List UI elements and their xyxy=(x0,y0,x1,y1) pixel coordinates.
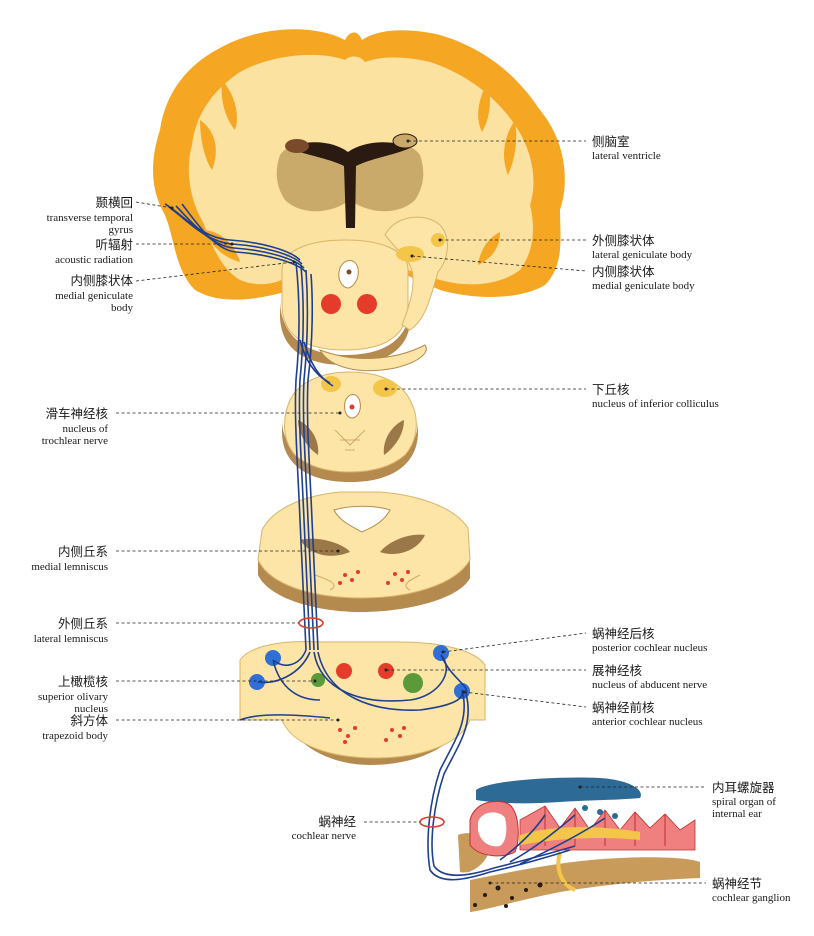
label-en: nucleus of abducent nerve xyxy=(592,679,707,691)
label-zh: 内侧丘系 xyxy=(58,544,108,559)
auditory-nerve-pathways xyxy=(164,203,606,881)
label-lateral-lemniscus: 外侧丘系 lateral lemniscus xyxy=(34,616,108,645)
label-en: nucleus xyxy=(74,703,108,715)
label-spiral-organ: 内耳螺旋器 spiral organ of internal ear xyxy=(712,780,776,820)
superior-olivary-nucleus-left xyxy=(311,673,325,687)
label-trochlear: 滑车神经核 nucleus of trochlear nerve xyxy=(42,406,109,447)
medial-geniculate-nucleus-right xyxy=(396,246,424,262)
label-en: anterior cochlear nucleus xyxy=(592,716,703,728)
posterior-cochlear-nucleus-right xyxy=(433,645,449,661)
label-zh: 内侧膝状体 xyxy=(592,264,655,279)
pons-section xyxy=(257,491,471,612)
superior-olivary-nucleus-right xyxy=(403,673,423,693)
label-cochlear-nerve: 蜗神经 cochlear nerve xyxy=(292,814,357,842)
label-zh: 颞横回 xyxy=(95,195,133,210)
label-zh: 蜗神经节 xyxy=(712,876,762,891)
label-inferior-colliculus: 下丘核 nucleus of inferior colliculus xyxy=(592,382,719,410)
label-en: spiral organ of xyxy=(712,796,776,808)
label-cochlear-ganglion: 蜗神经节 cochlear ganglion xyxy=(712,876,791,904)
label-en: medial geniculate body xyxy=(592,280,695,292)
label-acoustic-radiation: 听辐射 acoustic radiation xyxy=(55,237,133,266)
label-medial-geniculate-right: 内侧膝状体 medial geniculate body xyxy=(592,264,695,292)
label-en: lateral ventricle xyxy=(592,150,661,162)
leader-lines xyxy=(116,139,706,885)
label-en: cochlear nerve xyxy=(292,830,357,842)
label-zh: 内侧膝状体 xyxy=(70,273,133,288)
label-en: lateral lemniscus xyxy=(34,633,108,645)
cochlea-section xyxy=(458,777,700,912)
label-en: superior olivary xyxy=(38,691,108,703)
label-en: posterior cochlear nucleus xyxy=(592,642,707,654)
label-en: medial lemniscus xyxy=(31,561,108,573)
ventricle-shape xyxy=(288,142,410,228)
red-nucleus-right xyxy=(357,294,377,314)
label-zh: 内耳螺旋器 xyxy=(712,780,775,795)
midbrain-section xyxy=(282,371,418,482)
red-nucleus-left xyxy=(321,294,341,314)
abducent-nucleus-left xyxy=(336,663,352,679)
label-posterior-cochlear: 蜗神经后核 posterior cochlear nucleus xyxy=(592,626,707,654)
tectorial-membrane xyxy=(476,777,641,804)
label-trapezoid: 斜方体 trapezoid body xyxy=(42,713,108,742)
label-en: internal ear xyxy=(712,808,762,820)
label-en: trochlear nerve xyxy=(42,435,108,447)
label-en: medial geniculate xyxy=(55,290,133,302)
label-superior-olivary: 上橄榄核 superior olivary nucleus xyxy=(38,674,108,715)
label-zh: 斜方体 xyxy=(70,713,108,728)
label-en: trapezoid body xyxy=(42,730,108,742)
lower-pons-section xyxy=(239,641,486,765)
label-zh: 外侧丘系 xyxy=(58,616,108,631)
label-en: nucleus of inferior colliculus xyxy=(592,398,719,410)
anterior-cochlear-nucleus-left xyxy=(249,674,265,690)
lateral-lemniscus-ring xyxy=(298,617,324,629)
label-en: cochlear ganglion xyxy=(712,892,791,904)
label-zh: 滑车神经核 xyxy=(45,406,108,421)
label-zh: 蜗神经 xyxy=(318,814,356,829)
label-en: body xyxy=(111,302,134,314)
label-en: gyrus xyxy=(109,224,133,236)
label-en: lateral geniculate body xyxy=(592,249,693,261)
label-zh: 下丘核 xyxy=(592,382,630,397)
label-en: nucleus of xyxy=(62,423,108,435)
cochlear-nerve-ring xyxy=(419,816,445,828)
label-abducent: 展神经核 nucleus of abducent nerve xyxy=(592,663,707,691)
label-transverse-temporal-gyrus: 颞横回 transverse temporal gyrus xyxy=(47,195,133,236)
label-en: transverse temporal xyxy=(47,212,133,224)
label-medial-lemniscus: 内侧丘系 medial lemniscus xyxy=(31,544,108,573)
cerebrum-coronal-section xyxy=(153,29,565,300)
label-zh: 展神经核 xyxy=(592,663,643,678)
diencephalon-section xyxy=(280,216,448,372)
label-lateral-geniculate: 外侧膝状体 lateral geniculate body xyxy=(592,233,693,261)
label-zh: 外侧膝状体 xyxy=(592,233,655,248)
label-zh: 侧脑室 xyxy=(592,134,630,149)
label-en: acoustic radiation xyxy=(55,254,133,266)
label-zh: 听辐射 xyxy=(95,237,133,252)
label-zh: 蜗神经前核 xyxy=(592,700,655,715)
label-lateral-ventricle: 侧脑室 lateral ventricle xyxy=(592,134,661,162)
lateral-geniculate-nucleus xyxy=(431,233,445,247)
label-zh: 上橄榄核 xyxy=(58,674,109,689)
label-anterior-cochlear: 蜗神经前核 anterior cochlear nucleus xyxy=(592,700,703,728)
label-medial-geniculate-left: 内侧膝状体 medial geniculate body xyxy=(55,273,133,314)
label-zh: 蜗神经后核 xyxy=(592,626,655,641)
